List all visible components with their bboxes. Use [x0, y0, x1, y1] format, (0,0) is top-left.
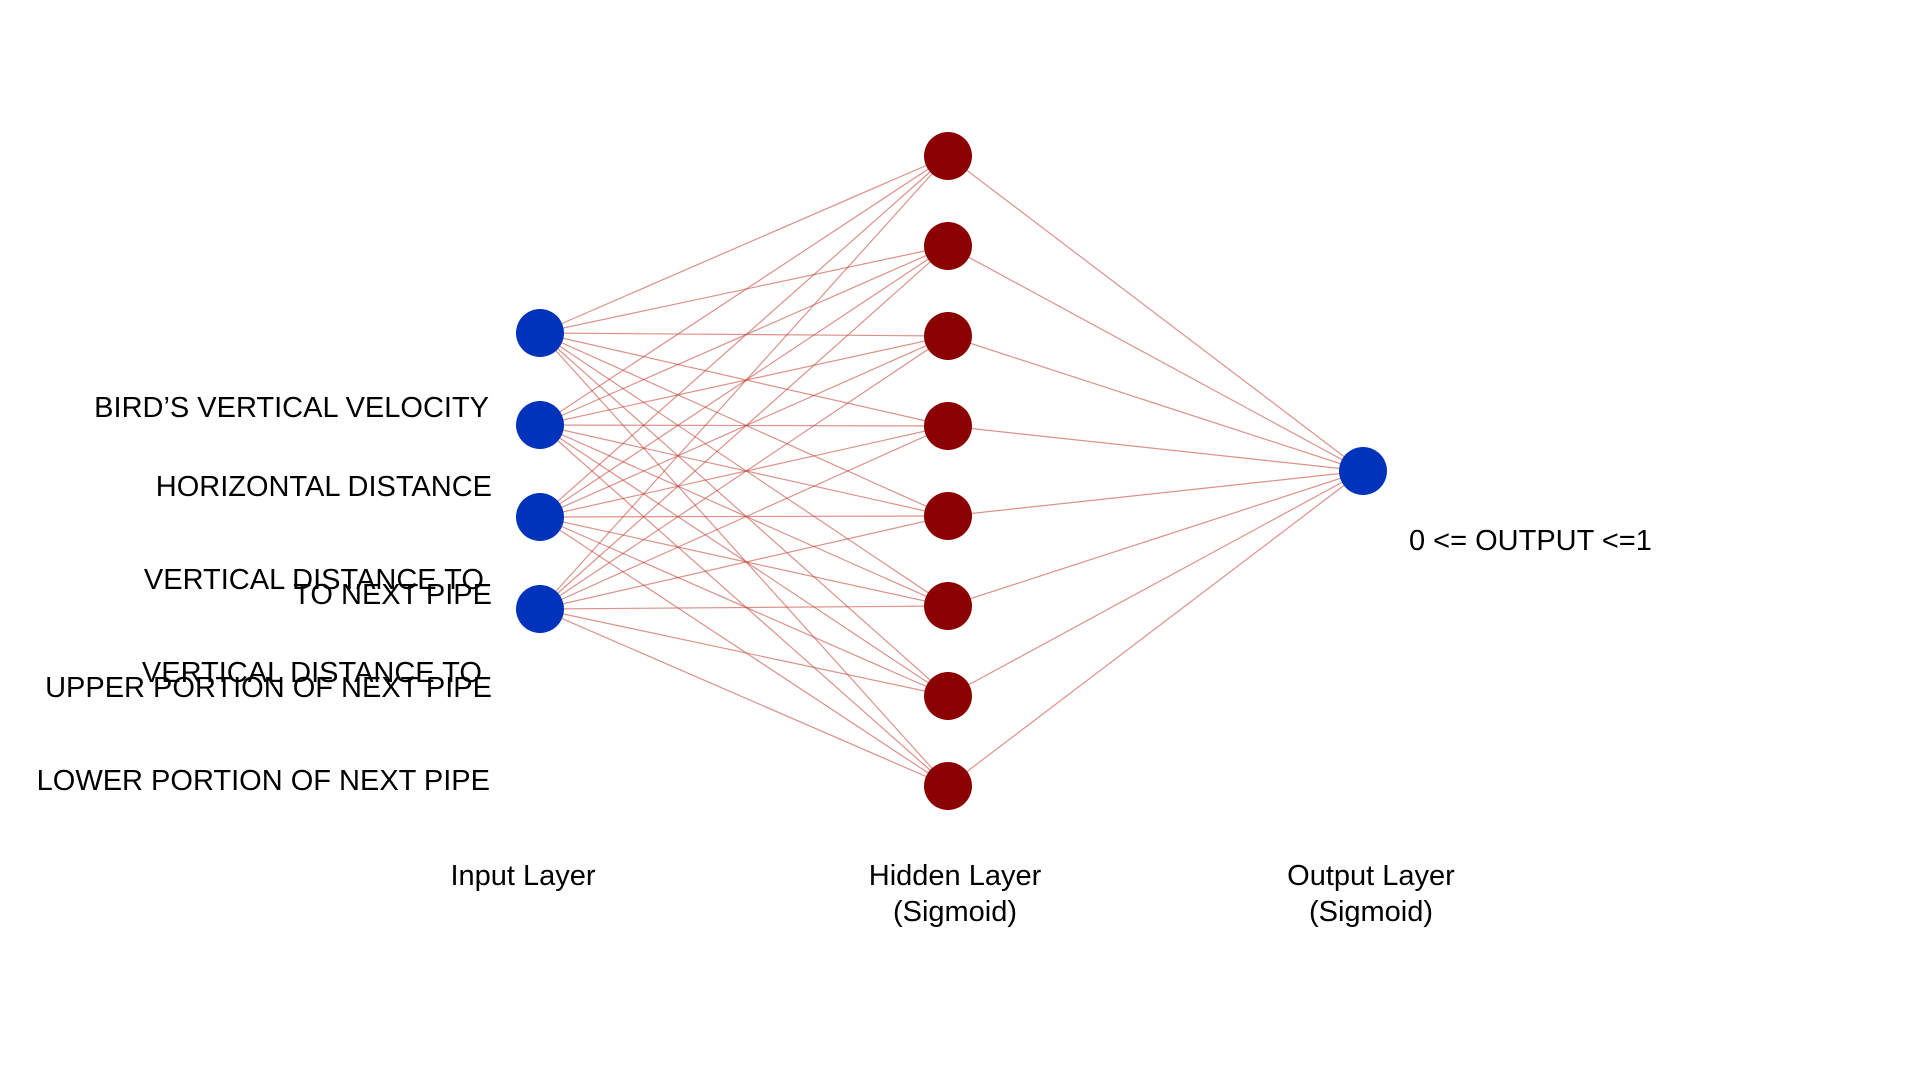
input-label-lower-pipe: VERTICAL DISTANCE TO LOWER PORTION OF NE… [37, 583, 490, 835]
connection-edges [539, 155, 1364, 787]
input-label-velocity: BIRD’S VERTICAL VELOCITY [94, 318, 489, 462]
output-label-text: 0 <= OUTPUT <=1 [1409, 525, 1652, 557]
output-label: 0 <= OUTPUT <=1 [1409, 451, 1652, 595]
edge-input-4-hidden-1 [539, 155, 949, 610]
hidden-node-8 [924, 762, 972, 810]
input-node-2 [516, 401, 564, 449]
edge-input-1-hidden-2 [539, 245, 949, 334]
edge-hidden-3-output-1 [947, 335, 1364, 472]
hidden-layer-title-line1: Hidden Layer [868, 860, 1042, 892]
edge-input-3-hidden-6 [539, 516, 949, 607]
output-node-1 [1339, 447, 1387, 495]
edge-input-4-hidden-5 [539, 515, 949, 610]
edge-input-4-hidden-4 [539, 425, 949, 610]
hidden-node-2 [924, 222, 972, 270]
input-label-lower-pipe-line2: LOWER PORTION OF NEXT PIPE [36, 765, 490, 797]
input-label-velocity-line1: BIRD’S VERTICAL VELOCITY [94, 392, 489, 424]
edge-input-1-hidden-7 [539, 332, 949, 697]
edge-input-4-hidden-8 [539, 608, 949, 787]
edge-input-1-hidden-1 [539, 155, 949, 334]
input-node-3 [516, 493, 564, 541]
hidden-node-6 [924, 582, 972, 630]
input-label-horizontal-distance-line2: TO NEXT PIPE [293, 579, 492, 611]
edge-input-3-hidden-4 [539, 425, 949, 518]
edge-input-4-hidden-6 [539, 605, 949, 610]
edge-input-3-hidden-2 [539, 245, 949, 518]
network-nodes [516, 132, 1387, 810]
edge-input-1-hidden-3 [539, 332, 949, 337]
hidden-layer-title-line2: (Sigmoid) [892, 896, 1018, 928]
edge-input-2-hidden-4 [539, 424, 949, 427]
input-node-1 [516, 309, 564, 357]
edge-input-2-hidden-5 [539, 424, 949, 517]
edge-hidden-6-output-1 [947, 470, 1364, 607]
hidden-layer-title: Hidden Layer (Sigmoid) [835, 858, 1075, 930]
edge-hidden-1-output-1 [947, 155, 1364, 472]
output-layer-title-line2: (Sigmoid) [1308, 896, 1434, 928]
hidden-node-4 [924, 402, 972, 450]
input-node-4 [516, 585, 564, 633]
input-label-upper-pipe: VERTICAL DISTANCE TO UPPER PORTION OF NE… [45, 490, 492, 742]
edge-hidden-5-output-1 [947, 470, 1364, 517]
output-layer-title-line1: Output Layer [1287, 860, 1455, 892]
input-label-horizontal-distance: HORIZONTAL DISTANCE TO NEXT PIPE [156, 397, 492, 649]
edge-hidden-7-output-1 [947, 470, 1364, 697]
edge-input-2-hidden-3 [539, 335, 949, 426]
hidden-node-1 [924, 132, 972, 180]
edge-input-2-hidden-6 [539, 424, 949, 607]
edge-input-2-hidden-1 [539, 155, 949, 426]
hidden-node-3 [924, 312, 972, 360]
edge-hidden-4-output-1 [947, 425, 1364, 472]
input-label-lower-pipe-line1: VERTICAL DISTANCE TO [141, 657, 490, 689]
edge-input-3-hidden-7 [539, 516, 949, 697]
output-layer-title: Output Layer (Sigmoid) [1251, 858, 1491, 930]
edge-input-1-hidden-4 [539, 332, 949, 427]
edge-input-3-hidden-1 [539, 155, 949, 518]
edge-input-1-hidden-5 [539, 332, 949, 517]
edge-input-3-hidden-5 [539, 515, 949, 518]
edge-hidden-2-output-1 [947, 245, 1364, 472]
edge-input-4-hidden-2 [539, 245, 949, 610]
edge-input-3-hidden-3 [539, 335, 949, 518]
edge-input-4-hidden-3 [539, 335, 949, 610]
edge-input-2-hidden-7 [539, 424, 949, 697]
edge-input-3-hidden-8 [539, 516, 949, 787]
input-label-upper-pipe-line1: VERTICAL DISTANCE TO [143, 564, 492, 596]
input-layer-title-line1: Input Layer [450, 860, 596, 892]
edge-input-1-hidden-6 [539, 332, 949, 607]
edge-input-2-hidden-8 [539, 424, 949, 787]
edge-input-1-hidden-8 [539, 332, 949, 787]
edge-hidden-8-output-1 [947, 470, 1364, 787]
input-layer-title: Input Layer [423, 858, 623, 894]
input-label-upper-pipe-line2: UPPER PORTION OF NEXT PIPE [45, 672, 492, 704]
hidden-node-5 [924, 492, 972, 540]
edge-input-4-hidden-7 [539, 608, 949, 697]
hidden-node-7 [924, 672, 972, 720]
input-label-horizontal-distance-line1: HORIZONTAL DISTANCE [155, 471, 492, 503]
edge-input-2-hidden-2 [539, 245, 949, 426]
